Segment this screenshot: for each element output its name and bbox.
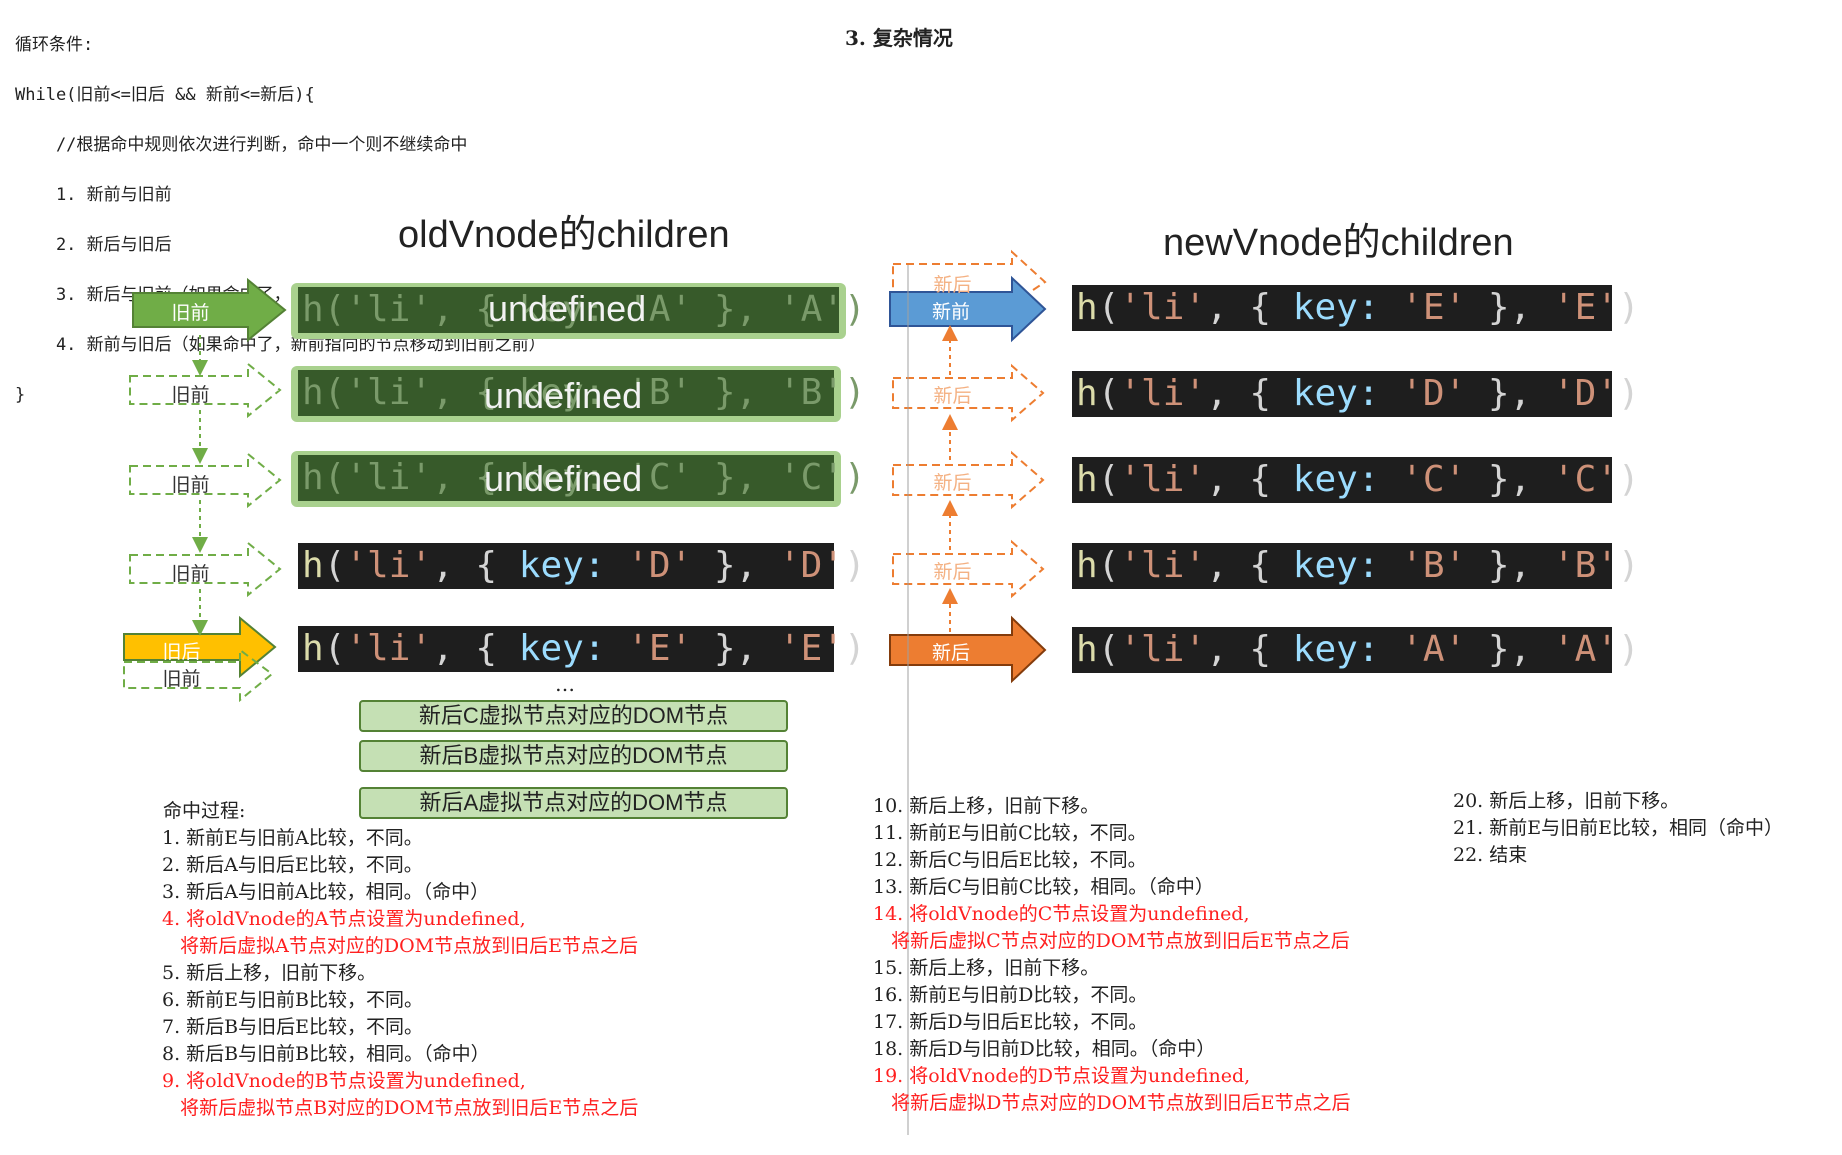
new-end-label: 新后 xyxy=(931,642,970,664)
steps-column-3: 20. 新后上移，旧前下移。 21. 新前E与旧前E比较，相同（命中） 22. 结束 xyxy=(1453,788,1783,869)
undefined-label: undefined xyxy=(488,288,647,329)
step-line: 2. 新后A与旧后E比较，不同。 xyxy=(162,854,423,876)
step-line: 11. 新前E与旧前C比较，不同。 xyxy=(873,822,1147,844)
new-children-title: newVnode的children xyxy=(1163,222,1514,264)
old-start-label: 旧前 xyxy=(171,302,210,324)
undefined-label: undefined xyxy=(484,458,643,499)
old-start-arrow-ghost-5 xyxy=(123,648,274,703)
step-line: 将新后虚拟A节点对应的DOM节点放到旧后E节点之后 xyxy=(162,935,638,957)
step-line: 10. 新后上移，旧前下移。 xyxy=(873,795,1100,817)
old-start-arrow-ghost-2 xyxy=(129,361,282,419)
new-end-label-4: 新后 xyxy=(933,561,972,583)
step-line: 8. 新后B与旧前B比较，相同。（命中） xyxy=(162,1043,490,1065)
step-line: 13. 新后C与旧前C比较，相同。（命中） xyxy=(873,876,1214,898)
ellipsis: … xyxy=(555,672,575,696)
new-end-label-2: 新后 xyxy=(933,385,972,407)
new-vnode-c: h('li', { key: 'C' }, 'C') xyxy=(1072,457,1640,503)
dom-box-b: 新后B虚拟节点对应的DOM节点 xyxy=(359,740,788,772)
old-end-arrow xyxy=(123,615,277,679)
step-line: 将新后虚拟C节点对应的DOM节点放到旧后E节点之后 xyxy=(873,930,1350,952)
step-line: 5. 新后上移，旧前下移。 xyxy=(162,962,377,984)
code-line: 1. 新前与旧前 xyxy=(15,185,172,205)
steps-column-2: 10. 新后上移，旧前下移。 11. 新前E与旧前C比较，不同。 12. 新后C与旧… xyxy=(873,793,1351,1117)
new-end-arrow-ghost-4 xyxy=(892,539,1045,599)
step-line: 17. 新后D与旧后E比较，不同。 xyxy=(873,1011,1148,1033)
new-vnode-b: h('li', { key: 'B' }, 'B') xyxy=(1072,543,1640,589)
step-line: 7. 新后B与旧后E比较，不同。 xyxy=(162,1016,424,1038)
process-title: 命中过程: xyxy=(163,800,246,822)
old-vnode-a: h('li', { key: 'A' }, 'A') xyxy=(298,287,866,333)
step-line: 15. 新后上移，旧前下移。 xyxy=(873,957,1100,979)
old-start-label-4: 旧前 xyxy=(171,563,210,585)
step-line: 22. 结束 xyxy=(1453,844,1528,866)
dom-box-a: 新后A虚拟节点对应的DOM节点 xyxy=(359,787,788,819)
new-end-ghost-label: 新后 xyxy=(933,274,972,296)
old-start-label-5: 旧前 xyxy=(162,668,201,690)
step-line: 4. 将oldVnode的A节点设置为undefined, xyxy=(162,908,526,930)
steps-column-1: 1. 新前E与旧前A比较，不同。 2. 新后A与旧后E比较，不同。 3. 新后A与旧… xyxy=(162,825,638,1122)
new-start-arrow xyxy=(889,275,1047,343)
code-line: 循环条件: xyxy=(15,35,94,55)
code-line: 2. 新后与旧后 xyxy=(15,235,172,255)
step-line: 16. 新前E与旧前D比较，不同。 xyxy=(873,984,1148,1006)
new-vnode-d: h('li', { key: 'D' }, 'D') xyxy=(1072,371,1640,417)
old-start-arrow-ghost-3 xyxy=(129,451,282,509)
new-vnode-e: h('li', { key: 'E' }, 'E') xyxy=(1072,285,1640,331)
step-line: 3. 新后A与旧前A比较，相同。（命中） xyxy=(162,881,490,903)
dom-box-c: 新后C虚拟节点对应的DOM节点 xyxy=(359,700,788,732)
step-line: 20. 新后上移，旧前下移。 xyxy=(1453,790,1680,812)
step-line: 9. 将oldVnode的B节点设置为undefined, xyxy=(162,1070,526,1092)
old-start-arrow-ghost-4 xyxy=(129,540,282,598)
code-line: } xyxy=(15,385,26,405)
old-start-arrow xyxy=(132,277,287,343)
old-children-title: oldVnode的children xyxy=(398,214,730,256)
step-line: 将新后虚拟D节点对应的DOM节点放到旧后E节点之后 xyxy=(873,1092,1351,1114)
new-end-label-3: 新后 xyxy=(933,472,972,494)
old-vnode-d: h('li', { key: 'D' }, 'D') xyxy=(298,543,866,589)
old-start-label-3: 旧前 xyxy=(171,474,210,496)
step-line: 1. 新前E与旧前A比较，不同。 xyxy=(162,827,423,849)
step-line: 将新后虚拟节点B对应的DOM节点放到旧后E节点之后 xyxy=(162,1097,639,1119)
new-vnode-a: h('li', { key: 'A' }, 'A') xyxy=(1072,627,1640,673)
step-line: 6. 新前E与旧前B比较，不同。 xyxy=(162,989,424,1011)
code-line: While(旧前<=旧后 && 新前<=新后){ xyxy=(15,85,315,105)
old-vnode-e: h('li', { key: 'E' }, 'E') xyxy=(298,626,866,672)
new-end-arrow-ghost-2 xyxy=(892,363,1045,423)
step-line: 14. 将oldVnode的C节点设置为undefined, xyxy=(873,903,1250,925)
new-start-label: 新前 xyxy=(931,301,970,323)
step-line: 21. 新前E与旧前E比较，相同（命中） xyxy=(1453,817,1783,839)
new-end-arrow xyxy=(889,615,1047,684)
old-end-label: 旧后 xyxy=(162,641,201,663)
old-vnode-b: h('li', { key: 'B' }, 'B') xyxy=(298,370,866,416)
old-vnode-c: h('li', { key: 'C' }, 'C') xyxy=(298,455,866,501)
step-line: 19. 将oldVnode的D节点设置为undefined, xyxy=(873,1065,1251,1087)
section-heading: 3. 复杂情况 xyxy=(845,26,953,50)
code-line: //根据命中规则依次进行判断，命中一个则不继续命中 xyxy=(15,135,468,155)
step-line: 18. 新后D与旧前D比较，相同。（命中） xyxy=(873,1038,1216,1060)
step-line: 12. 新后C与旧后E比较，不同。 xyxy=(873,849,1147,871)
undefined-label: undefined xyxy=(484,375,643,416)
new-end-arrow-ghost-3 xyxy=(892,450,1045,510)
old-start-label-2: 旧前 xyxy=(171,384,210,406)
code-line: 4. 新前与旧后（如果命中了，新前指向的节点移动到旧前之前） xyxy=(15,335,546,355)
